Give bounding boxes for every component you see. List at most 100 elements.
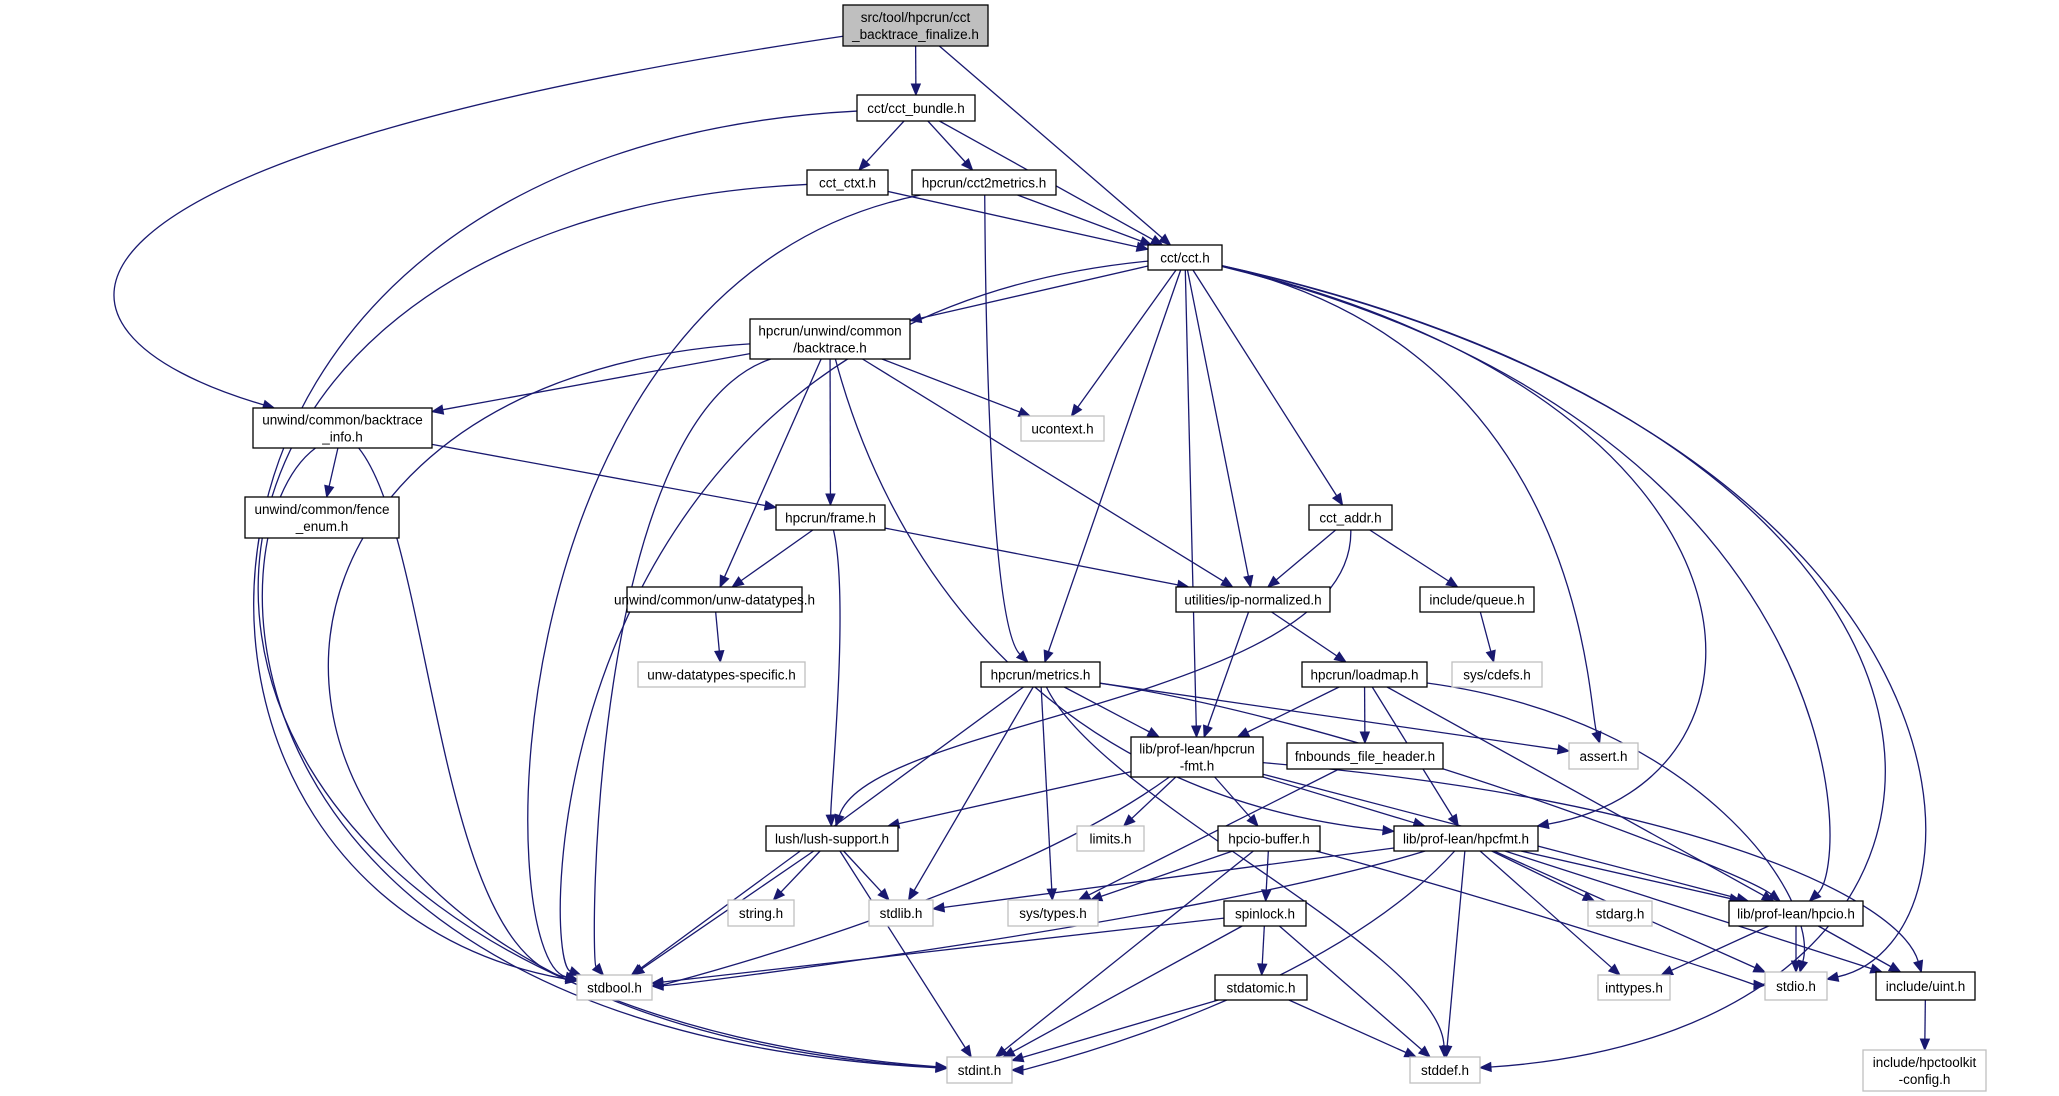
node-box[interactable] — [1214, 974, 1308, 1001]
edge-cct-to-metrics — [1043, 269, 1182, 664]
edge-line — [984, 194, 1021, 655]
node-label: unwind/common/backtrace — [262, 413, 423, 428]
arrowhead-icon — [1403, 1047, 1418, 1058]
node-box[interactable] — [1286, 742, 1444, 770]
node-box[interactable] — [1419, 586, 1535, 613]
edge-hpcio_buffer-to-systypes — [1089, 850, 1233, 902]
edge-line — [1088, 768, 1340, 896]
edge-stdatomic-to-stddef — [1288, 999, 1418, 1058]
edge-line — [1671, 925, 1769, 972]
node-box[interactable] — [749, 318, 911, 360]
node-spinlock[interactable]: spinlock.h — [1223, 900, 1307, 927]
edge-line — [1262, 776, 1415, 824]
edge-root-to-cct_bundle — [910, 45, 922, 97]
node-box[interactable] — [1728, 900, 1864, 927]
arrowhead-icon — [1266, 575, 1281, 588]
edge-line — [723, 358, 822, 578]
node-box[interactable] — [1223, 900, 1307, 927]
node-cct[interactable]: cct/cct.h — [1147, 244, 1223, 271]
arrowhead-icon — [1760, 890, 1775, 902]
node-uint[interactable]: include/uint.h — [1875, 971, 1976, 1001]
arrowhead-icon — [1382, 824, 1396, 836]
edge-line — [1100, 850, 1233, 898]
edge-frame-to-ip_normalized — [884, 527, 1190, 590]
edge-line — [740, 529, 814, 582]
node-box[interactable] — [252, 407, 433, 449]
node-cct-addr[interactable]: cct_addr.h — [1308, 504, 1393, 531]
edge-line — [662, 917, 1225, 983]
node-box[interactable] — [1308, 504, 1393, 531]
node-box[interactable] — [1393, 825, 1539, 852]
node-box[interactable] — [244, 496, 400, 539]
node-fence-enum[interactable]: unwind/common/fence_enum.h — [244, 496, 400, 539]
node-fnbounds[interactable]: fnbounds_file_header.h — [1286, 742, 1444, 770]
node-metrics[interactable]: hpcrun/metrics.h — [980, 661, 1101, 688]
edge-line — [927, 120, 966, 163]
node-unw-datatypes[interactable]: unwind/common/unw-datatypes.h — [614, 586, 815, 613]
arrowhead-icon — [1417, 1045, 1432, 1058]
node-ip-normalized[interactable]: utilities/ip-normalized.h — [1175, 586, 1331, 613]
node-box[interactable] — [980, 661, 1101, 688]
node-stddef: stddef.h — [1409, 1056, 1481, 1084]
node-box — [1409, 1056, 1481, 1084]
node-loadmap[interactable]: hpcrun/loadmap.h — [1301, 661, 1428, 688]
edge-backtrace-to-ucontext — [881, 358, 1032, 417]
node-hpcio-buffer[interactable]: hpcio-buffer.h — [1217, 825, 1321, 852]
node-frame[interactable]: hpcrun/frame.h — [775, 504, 886, 531]
edge-line — [1278, 925, 1423, 1051]
edge-line — [1221, 265, 1927, 978]
node-box[interactable] — [806, 169, 889, 196]
node-hpcfmt[interactable]: lib/prof-lean/hpcfmt.h — [1393, 825, 1539, 852]
node-box[interactable] — [1130, 736, 1264, 778]
node-queue[interactable]: include/queue.h — [1419, 586, 1535, 613]
node-label: cct/cct.h — [1160, 251, 1210, 266]
node-label: -fmt.h — [1180, 759, 1215, 774]
node-hpcio[interactable]: lib/prof-lean/hpcio.h — [1728, 900, 1864, 927]
node-cct2metrics[interactable]: hpcrun/cct2metrics.h — [911, 169, 1057, 196]
node-box[interactable] — [856, 94, 976, 122]
edge-line — [1063, 686, 1150, 733]
node-label: lib/prof-lean/hpcio.h — [1737, 907, 1855, 922]
arrowhead-icon — [731, 576, 745, 588]
node-label: sys/types.h — [1019, 906, 1087, 921]
node-hpcrun-fmt[interactable]: lib/prof-lean/hpcrun-fmt.h — [1130, 736, 1264, 778]
arrowhead-icon — [1017, 406, 1032, 417]
node-box[interactable] — [1301, 661, 1428, 688]
node-backtrace-info[interactable]: unwind/common/backtrace_info.h — [252, 407, 433, 449]
node-box[interactable] — [1875, 971, 1976, 1001]
arrowhead-icon — [825, 493, 836, 507]
edge-hpcrun_fmt-to-hpcfmt — [1262, 776, 1427, 828]
edge-line — [527, 194, 921, 978]
edge-loadmap-to-hpcio — [1386, 686, 1775, 902]
edge-hpcio-to-stdio — [1790, 926, 1802, 974]
edge-hpcfmt-to-inttypes — [1479, 850, 1621, 976]
edge-backtrace-to-ip_normalized — [862, 358, 1234, 588]
arrowhead-icon — [1077, 890, 1092, 901]
node-box[interactable] — [842, 4, 989, 47]
node-label: lush/lush-support.h — [775, 832, 889, 847]
node-box[interactable] — [626, 586, 803, 613]
arrowhead-icon — [907, 887, 919, 902]
node-cct-ctxt[interactable]: cct_ctxt.h — [806, 169, 889, 196]
node-lush[interactable]: lush/lush-support.h — [765, 825, 899, 852]
edge-line — [1003, 850, 1254, 1051]
edge-line — [1265, 850, 1269, 891]
arrowhead-icon — [910, 83, 922, 97]
node-box[interactable] — [1217, 825, 1321, 852]
node-box[interactable] — [765, 825, 899, 852]
node-label: stdlib.h — [880, 906, 923, 921]
node-box[interactable] — [1147, 244, 1223, 271]
edge-uint-to-hpctoolkit_config — [1919, 999, 1931, 1052]
node-box[interactable] — [775, 504, 886, 531]
node-box[interactable] — [1175, 586, 1331, 613]
edge-hpcfmt-to-stdlib — [931, 847, 1395, 913]
node-backtrace[interactable]: hpcrun/unwind/common/backtrace.h — [749, 318, 911, 360]
node-stdatomic[interactable]: stdatomic.h — [1214, 974, 1308, 1001]
edge-line — [862, 358, 1224, 582]
arrowhead-icon — [1607, 963, 1621, 976]
edge-cct2metrics-to-metrics — [984, 194, 1029, 663]
node-root[interactable]: src/tool/hpcrun/cct_backtrace_finalize.h — [842, 4, 989, 47]
edge-line — [898, 771, 1132, 825]
node-cct-bundle[interactable]: cct/cct_bundle.h — [856, 94, 976, 122]
node-box[interactable] — [911, 169, 1057, 196]
